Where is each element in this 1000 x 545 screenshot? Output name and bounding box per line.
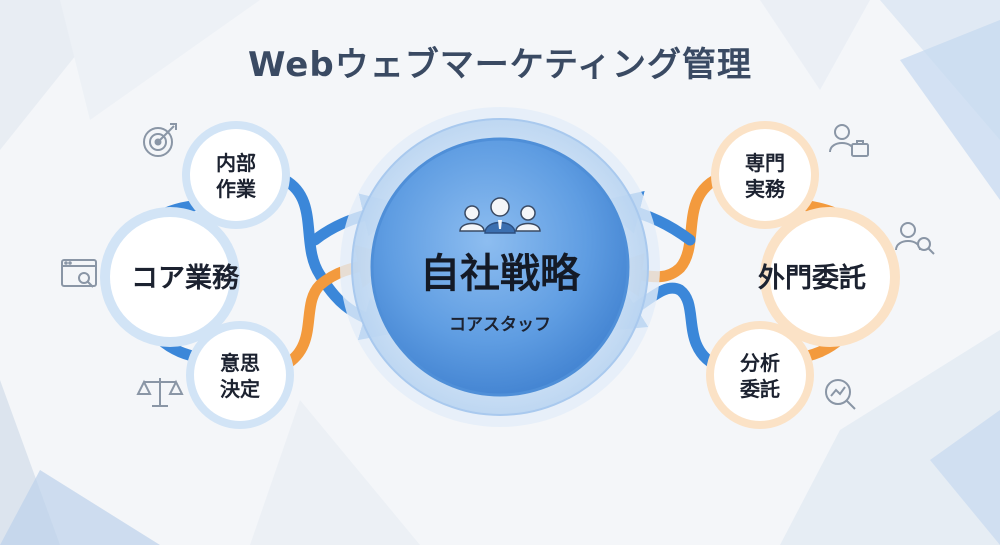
- node-core-business-label: コア業務: [131, 263, 240, 294]
- business-person-icon: [829, 124, 869, 157]
- node-specialist-work-line2: 実務: [745, 177, 786, 201]
- center-subtitle: コアスタッフ: [449, 315, 551, 335]
- node-internal-work: 内部 作業: [182, 121, 290, 229]
- node-decision-making-line2: 決定: [220, 377, 260, 401]
- center-node: 自社戦略 コアスタッフ: [340, 107, 660, 427]
- target-icon: [143, 123, 177, 157]
- node-decision-making: 意思 決定: [186, 321, 294, 429]
- node-outsourcing: 外門委託: [758, 207, 900, 347]
- page-title: Webウェブマーケティング管理: [248, 45, 752, 85]
- web-search-icon: [61, 259, 97, 288]
- analytics-icon: [825, 379, 856, 410]
- node-specialist-work-line1: 専門: [745, 151, 785, 175]
- node-internal-work-line2: 作業: [216, 177, 257, 201]
- node-decision-making-line1: 意思: [220, 351, 260, 375]
- node-analysis-outsourcing: 分析 委託: [706, 321, 814, 429]
- node-internal-work-line1: 内部: [216, 151, 256, 175]
- node-analysis-outsourcing-line2: 委託: [739, 377, 780, 401]
- node-core-business: コア業務: [100, 207, 240, 347]
- person-search-icon: [895, 222, 935, 255]
- node-analysis-outsourcing-line1: 分析: [740, 351, 780, 375]
- node-specialist-work: 専門 実務: [711, 121, 819, 229]
- scale-icon: [136, 378, 184, 407]
- team-icon: [459, 197, 541, 234]
- center-title: 自社戦略: [420, 251, 581, 297]
- node-outsourcing-label: 外門委託: [758, 262, 866, 294]
